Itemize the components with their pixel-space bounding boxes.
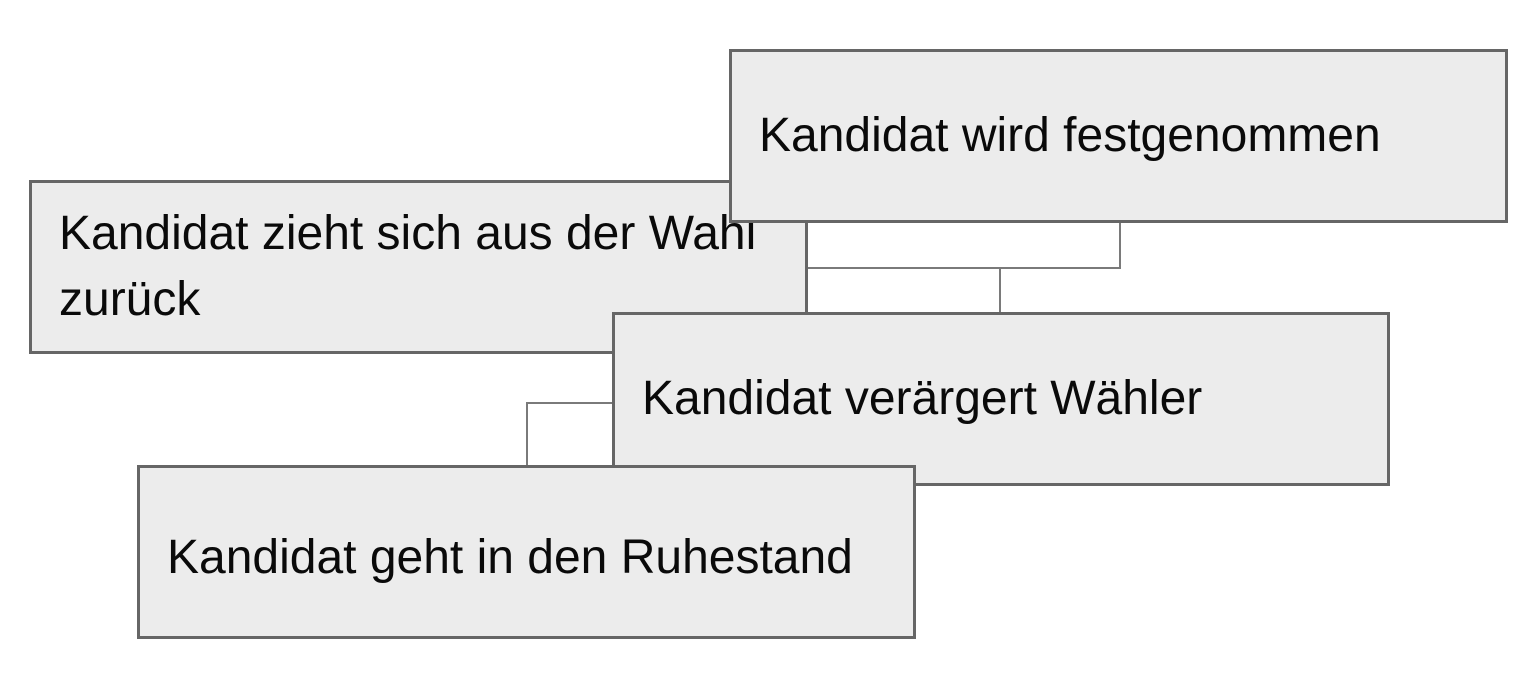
node-label-retires: Kandidat geht in den Ruhestand [167, 531, 853, 584]
node-candidate-withdraws: Kandidat zieht sich aus der Wahl zurück [29, 180, 808, 354]
node-candidate-arrested: Kandidat wird festgenommen [729, 49, 1508, 223]
node-candidate-retires: Kandidat geht in den Ruhestand [137, 465, 916, 639]
node-label-upsets: Kandidat verärgert Wähler [642, 372, 1203, 425]
node-label-withdraws: Kandidat zieht sich aus der Wahl zurück [59, 207, 757, 326]
node-candidate-upsets-voters: Kandidat verärgert Wähler [612, 312, 1390, 486]
connector-upsets-to-retires [526, 402, 612, 465]
connector-arrested-to-upsets [808, 223, 1121, 269]
node-label-arrested: Kandidat wird festgenommen [759, 109, 1381, 162]
